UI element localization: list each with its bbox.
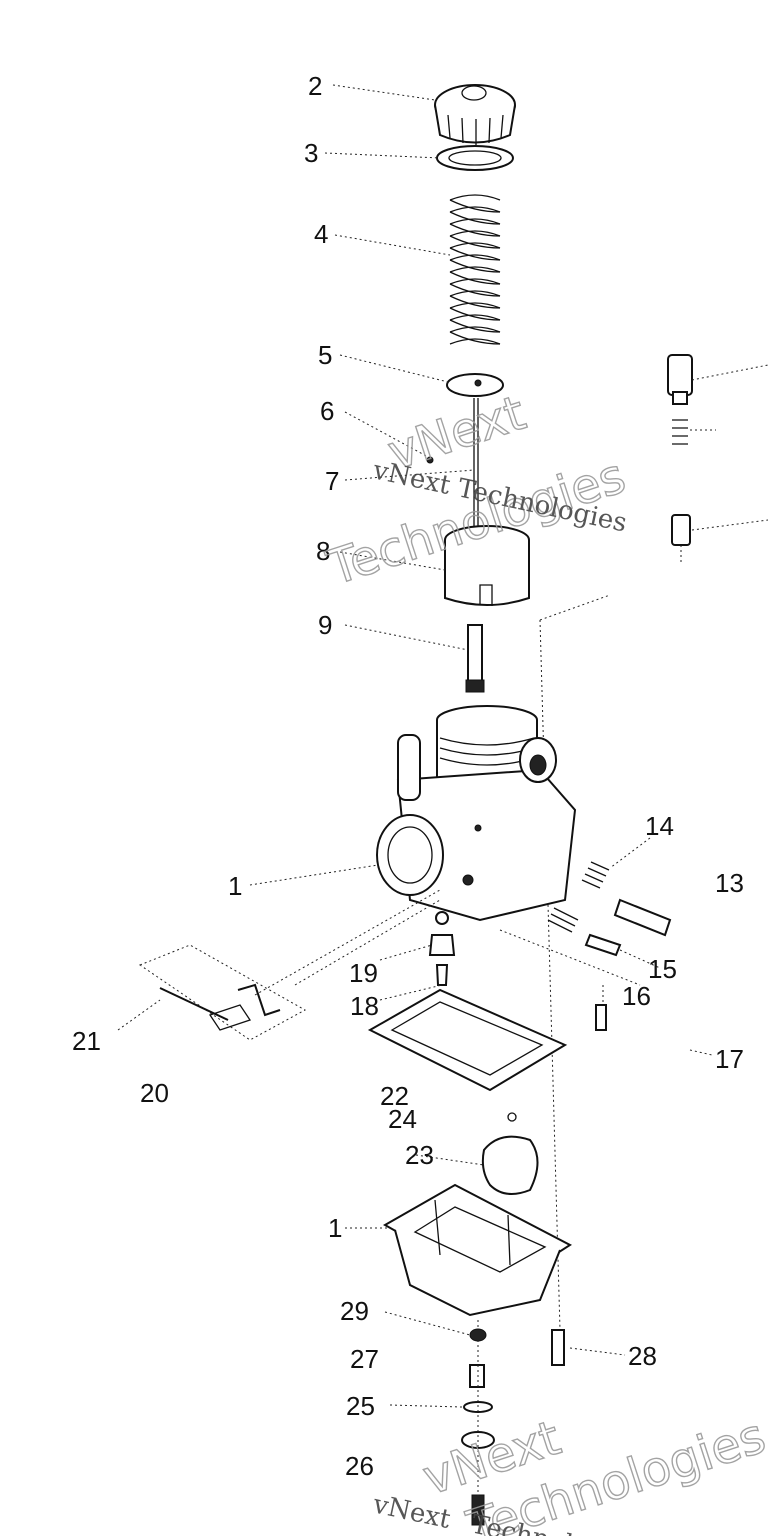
part-23-24-float (481, 1112, 539, 1195)
part-28-bowl-screw (551, 1329, 626, 1366)
part-1-float-bowl (382, 1183, 572, 1317)
part-2-cap (434, 84, 516, 145)
callout-13: 13 (715, 868, 744, 898)
part-20-21-float-arm (117, 889, 441, 1041)
callout-17: 17 (715, 1044, 744, 1074)
callout-14: 14 (645, 811, 674, 841)
callout-2: 2 (308, 71, 322, 101)
callout-6: 6 (320, 396, 334, 426)
callout-22: 22 (380, 1081, 409, 1111)
part-15-pilot-screw (499, 907, 661, 986)
part-9-needle-jet (465, 624, 485, 693)
callout-29: 29 (340, 1296, 369, 1326)
callout-23: 23 (405, 1140, 434, 1170)
part-1-carburetor-body (376, 705, 577, 922)
part-6-7-needle (426, 398, 479, 530)
callout-7: 7 (325, 466, 339, 496)
callout-1-body: 1 (228, 871, 242, 901)
callout-5: 5 (318, 340, 332, 370)
part-22-gasket (367, 988, 568, 1092)
part-14-throttle-screw (581, 837, 672, 937)
callout-20: 20 (140, 1078, 169, 1108)
callout-8: 8 (316, 536, 330, 566)
callout-4: 4 (314, 219, 328, 249)
part-5-plate (446, 373, 504, 397)
part-25-29-drain-stack (461, 1320, 495, 1526)
watermark-lower: vNext Technologies vNext Technologies (370, 1407, 768, 1536)
part-4-spring (449, 194, 501, 345)
part-3-washer (436, 145, 514, 171)
callout-1-bowl: 1 (328, 1213, 342, 1243)
callout-28: 28 (628, 1341, 657, 1371)
callout-26: 26 (345, 1451, 374, 1481)
callout-24: 24 (388, 1104, 417, 1134)
callout-21: 21 (72, 1026, 101, 1056)
callout-9: 9 (318, 610, 332, 640)
callout-labels: 2 3 4 5 6 7 8 9 1 14 13 15 16 17 19 18 2… (72, 71, 744, 1481)
callout-16: 16 (622, 981, 651, 1011)
part-17-screw (595, 985, 713, 1056)
callout-19: 19 (349, 958, 378, 988)
axis-leader (539, 594, 611, 621)
callout-25: 25 (346, 1391, 375, 1421)
assembly-axis-line (539, 619, 561, 1331)
callout-3: 3 (304, 138, 318, 168)
callout-18: 18 (350, 991, 379, 1021)
leader-lines (249, 84, 485, 1408)
air-screw-assembly (667, 354, 768, 565)
part-18-19-jets (379, 911, 456, 1001)
part-8-slide (444, 525, 530, 606)
callout-15: 15 (648, 954, 677, 984)
callout-27: 27 (350, 1344, 379, 1374)
